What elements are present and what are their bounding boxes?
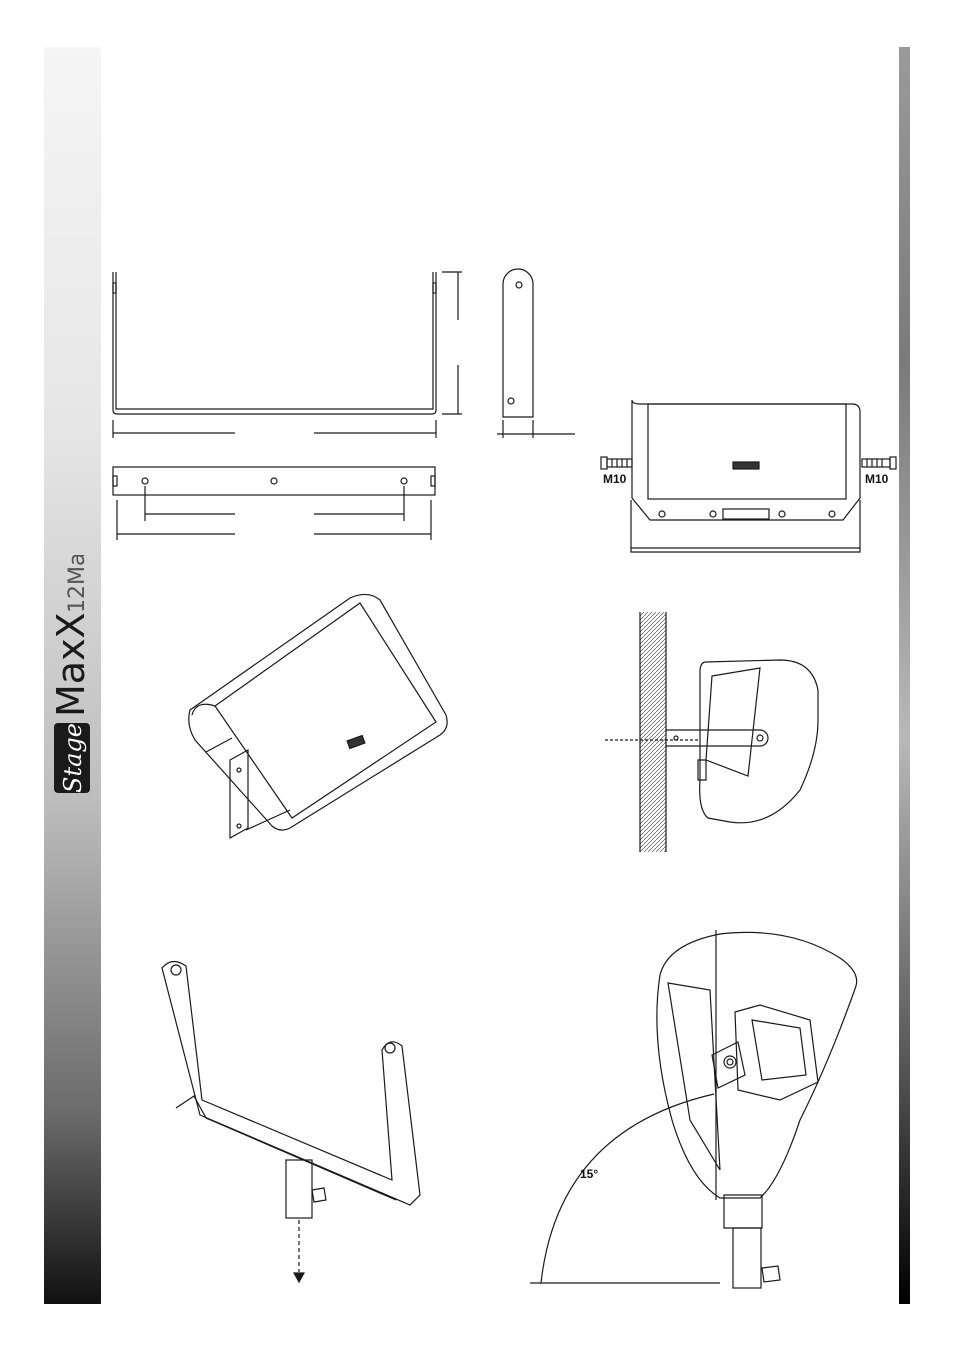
m10-label-left: M10 bbox=[603, 472, 627, 486]
bracket-side-view bbox=[497, 269, 575, 438]
pole-angle-view bbox=[530, 930, 857, 1288]
bracket-front-view bbox=[113, 272, 462, 438]
m10-label-right: M10 bbox=[865, 472, 889, 486]
pole-bracket-view bbox=[162, 961, 420, 1282]
wall-mount-view bbox=[605, 612, 818, 852]
bracket-top-view bbox=[113, 467, 435, 540]
speaker-isometric-view bbox=[189, 594, 447, 838]
speaker-front-view bbox=[601, 400, 896, 552]
angle-label: 15° bbox=[580, 1167, 598, 1181]
